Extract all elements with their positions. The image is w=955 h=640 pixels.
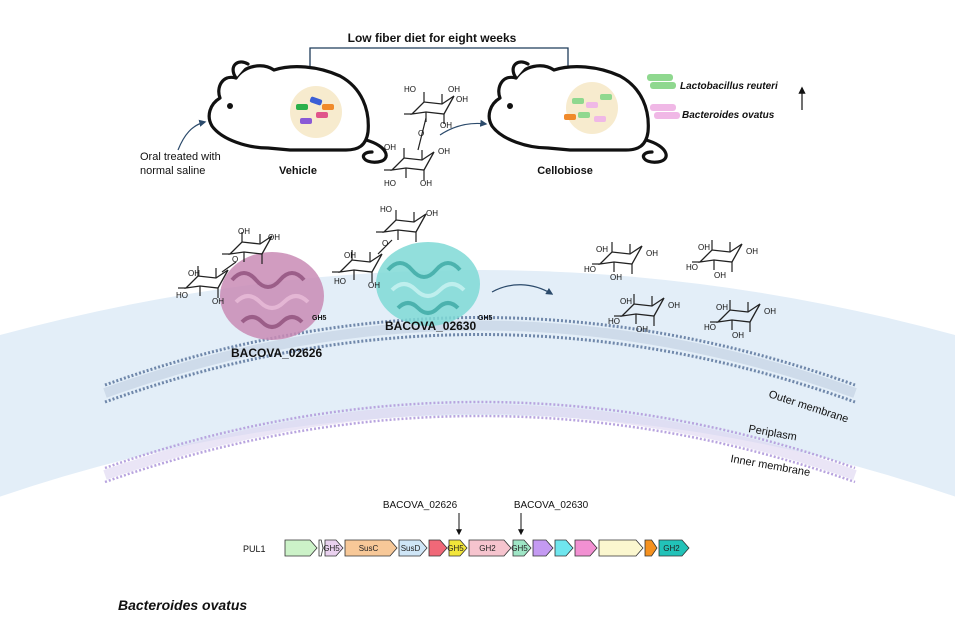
svg-text:OH: OH (440, 121, 452, 130)
glucose-molecule-1: OH HO OH OH (584, 241, 658, 282)
svg-text:OH: OH (344, 251, 356, 260)
svg-text:OH: OH (268, 233, 280, 242)
svg-text:O: O (382, 239, 388, 248)
gene-arrow-13 (598, 539, 644, 557)
svg-text:OH: OH (636, 325, 648, 334)
svg-text:OH: OH (384, 143, 396, 152)
diet-bracket (309, 47, 569, 70)
glucose-molecule-4: OH HO OH OH (704, 299, 776, 340)
glucose-molecule-3: OH HO OH OH (608, 293, 680, 334)
gene-arrow-2 (318, 539, 324, 557)
svg-text:OH: OH (188, 269, 200, 278)
svg-text:OH: OH (714, 271, 726, 280)
gene-arrow-8 (468, 539, 512, 557)
outer-membrane-top (104, 316, 856, 387)
svg-text:OH: OH (646, 249, 658, 258)
cellobiose-molecule-top: O OH OH OH HO OH HO OH OH (383, 85, 468, 188)
svg-text:OH: OH (426, 209, 438, 218)
svg-text:O: O (418, 129, 424, 138)
svg-text:OH: OH (610, 273, 622, 282)
gene-label-4: SusC (359, 544, 379, 553)
svg-text:HO: HO (608, 317, 620, 326)
gene-arrow-10 (532, 539, 554, 557)
protein-label-left-sup: GH5 (312, 315, 327, 322)
gene-arrow-9 (512, 539, 532, 557)
vehicle-label: Vehicle (279, 165, 317, 177)
pul-gene-track: GH5 SusC SusD GH5 GH2 GH5 GH2 (284, 539, 690, 557)
gene-arrow-5 (398, 539, 428, 557)
legend-item-bacteroides: Bacteroides ovatus (650, 104, 775, 121)
gene-label-15: GH2 (663, 544, 680, 553)
svg-text:OH: OH (668, 301, 680, 310)
gene-arrow-7 (448, 539, 468, 557)
oral-label-line2: normal saline (140, 165, 205, 177)
outer-membrane-bottom (104, 333, 856, 404)
legend: Lactobacillus reuteri Bacteroides ovatus (647, 74, 806, 121)
gene-arrow-6 (428, 539, 448, 557)
gene-label-9: GH5 (511, 544, 528, 553)
svg-text:OH: OH (716, 303, 728, 312)
svg-text:OH: OH (764, 307, 776, 316)
protein-label-right: BACOVA_02630 (385, 319, 476, 333)
inner-membrane-top (104, 400, 856, 470)
svg-text:OH: OH (746, 247, 758, 256)
svg-text:HO: HO (404, 85, 416, 94)
pul-name: PUL1 (243, 544, 266, 554)
legend-label-lactobacillus: Lactobacillus reuteri (680, 81, 778, 92)
gene-arrow-4 (344, 539, 398, 557)
gene-arrow-14 (644, 539, 658, 557)
svg-text:OH: OH (620, 297, 632, 306)
svg-text:HO: HO (686, 263, 698, 272)
svg-text:OH: OH (596, 245, 608, 254)
gene-arrow-1 (284, 539, 318, 557)
svg-text:HO: HO (334, 277, 346, 286)
svg-text:HO: HO (380, 205, 392, 214)
gene-label-5: SusD (401, 544, 421, 553)
gene-arrow-11 (554, 539, 574, 557)
svg-text:HO: HO (384, 179, 396, 188)
svg-text:OH: OH (438, 147, 450, 156)
species-label: Bacteroides ovatus (118, 597, 247, 613)
gene-arrow-12 (574, 539, 598, 557)
protein-bacova-02630 (376, 242, 480, 326)
gene-label-3: GH5 (323, 544, 340, 553)
protein-bacova-02626 (220, 252, 324, 340)
svg-text:OH: OH (420, 179, 432, 188)
protein-label-left: BACOVA_02626 (231, 346, 322, 360)
oral-label-line1: Oral treated with (140, 151, 221, 163)
inner-membrane-bottom (104, 414, 856, 484)
cellobiose-molecule-left: O OH OH OH HO OH (176, 227, 280, 306)
cellobiose-mouse (487, 60, 668, 164)
protein-label-right-sup: GH5 (478, 315, 493, 322)
svg-text:OH: OH (456, 95, 468, 104)
legend-label-bacteroides: Bacteroides ovatus (682, 110, 775, 121)
svg-text:HO: HO (176, 291, 188, 300)
svg-text:O: O (232, 255, 238, 264)
vehicle-mouse (207, 60, 388, 164)
svg-text:OH: OH (212, 297, 224, 306)
gene-arrow-15 (658, 539, 690, 557)
svg-text:OH: OH (448, 85, 460, 94)
svg-text:OH: OH (698, 243, 710, 252)
cellobiose-label: Cellobiose (537, 165, 593, 177)
glucose-molecule-2: OH HO OH OH (686, 239, 758, 280)
callout-left-label: BACOVA_02626 (383, 500, 458, 511)
svg-text:HO: HO (704, 323, 716, 332)
gene-label-7: GH5 (447, 544, 464, 553)
gut-circle (290, 86, 342, 138)
svg-text:HO: HO (584, 265, 596, 274)
svg-text:OH: OH (732, 331, 744, 340)
hydrolysis-arrow (491, 284, 554, 295)
svg-text:OH: OH (368, 281, 380, 290)
cellobiose-arrow (439, 119, 488, 136)
legend-item-lactobacillus: Lactobacillus reuteri (647, 74, 778, 92)
gene-label-8: GH2 (479, 544, 496, 553)
callout-right-label: BACOVA_02630 (514, 500, 589, 511)
gene-arrow-3 (324, 539, 344, 557)
svg-text:OH: OH (238, 227, 250, 236)
diet-label: Low fiber diet for eight weeks (348, 31, 517, 45)
oral-arrow (177, 119, 207, 151)
cellobiose-molecule-right: O HO OH OH HO OH (331, 205, 438, 290)
